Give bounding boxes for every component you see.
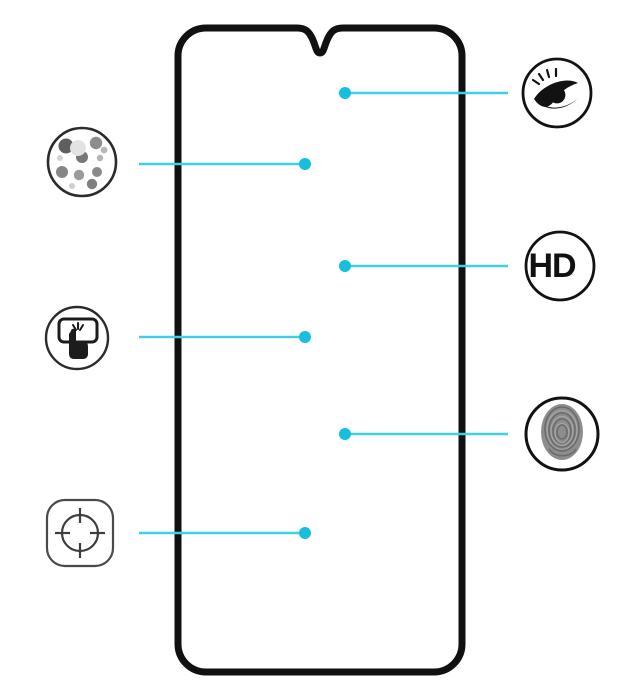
- fingerprint-icon: [541, 404, 583, 460]
- connector-group-right: [339, 87, 508, 440]
- feature-icon-eye-care: [521, 57, 593, 129]
- touch-sensitivity-icon: [57, 317, 99, 359]
- anti-dust-bubble-icon: [56, 136, 108, 190]
- connector-touch-sensitivity: [139, 331, 311, 343]
- connector-fingerprint: [339, 428, 508, 440]
- feature-icon-anti-dust: [46, 126, 118, 198]
- hd-icon-frame: [524, 230, 596, 302]
- feature-icon-fingerprint: [524, 396, 600, 472]
- feature-icon-precision-fit: [45, 498, 115, 568]
- feature-icon-touch-sensitivity: [44, 305, 110, 371]
- crosshair-target-icon: [55, 508, 105, 558]
- connector-hd: [339, 260, 508, 272]
- hd-icon-label: HD: [528, 247, 576, 285]
- connector-dot: [299, 331, 311, 343]
- eye-care-icon: [531, 67, 578, 109]
- connector-dot: [299, 527, 311, 539]
- precision-fit-icon-frame: [45, 498, 115, 568]
- connector-dot: [339, 260, 351, 272]
- connector-anti-dust: [139, 158, 311, 170]
- connector-dot: [339, 428, 351, 440]
- connector-dot: [299, 158, 311, 170]
- connector-eye-care: [339, 87, 508, 99]
- connector-group-left: [139, 158, 311, 539]
- phone-outline: [174, 24, 466, 676]
- connector-dot: [339, 87, 351, 99]
- connector-precision-fit: [139, 527, 311, 539]
- phone-body-shape: [174, 24, 466, 676]
- feature-icon-hd: [524, 230, 596, 302]
